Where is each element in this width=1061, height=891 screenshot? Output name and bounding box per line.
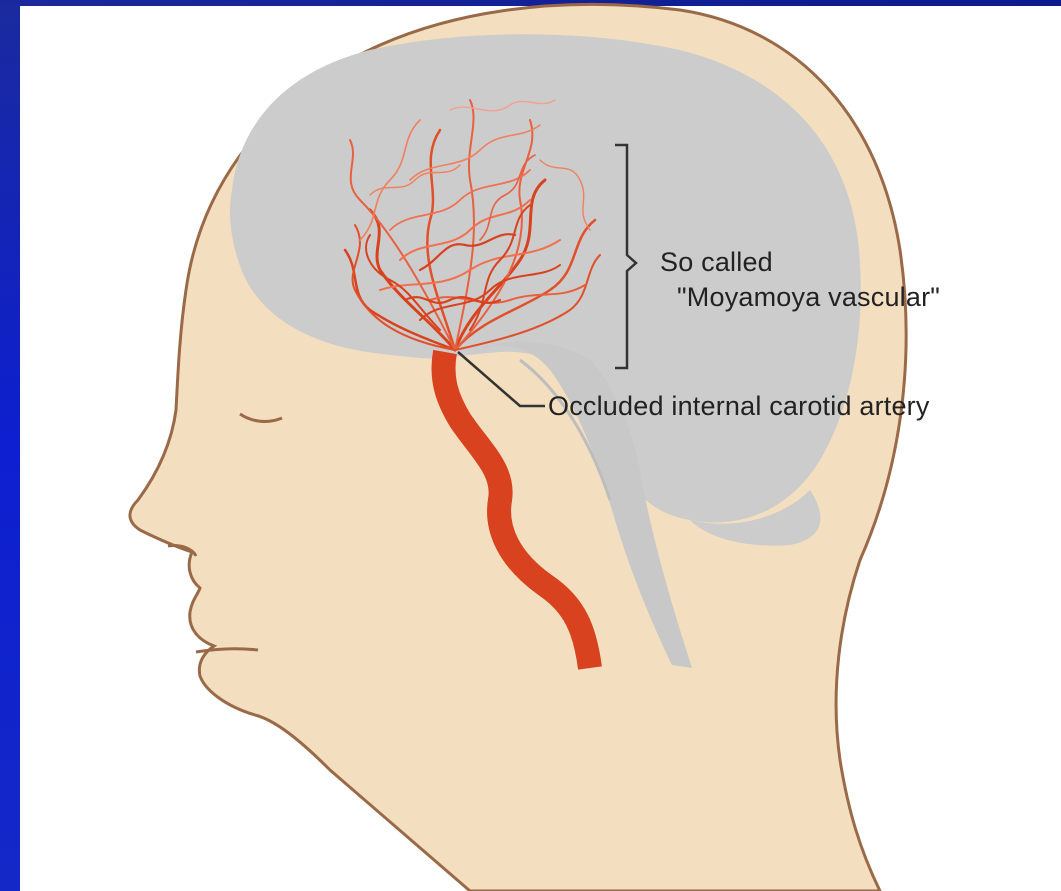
occluded-artery-label: Occluded internal carotid artery — [548, 391, 930, 422]
so-called-label: So called — [660, 247, 773, 278]
moyamoya-vascular-label: "Moyamoya vascular" — [677, 282, 940, 313]
